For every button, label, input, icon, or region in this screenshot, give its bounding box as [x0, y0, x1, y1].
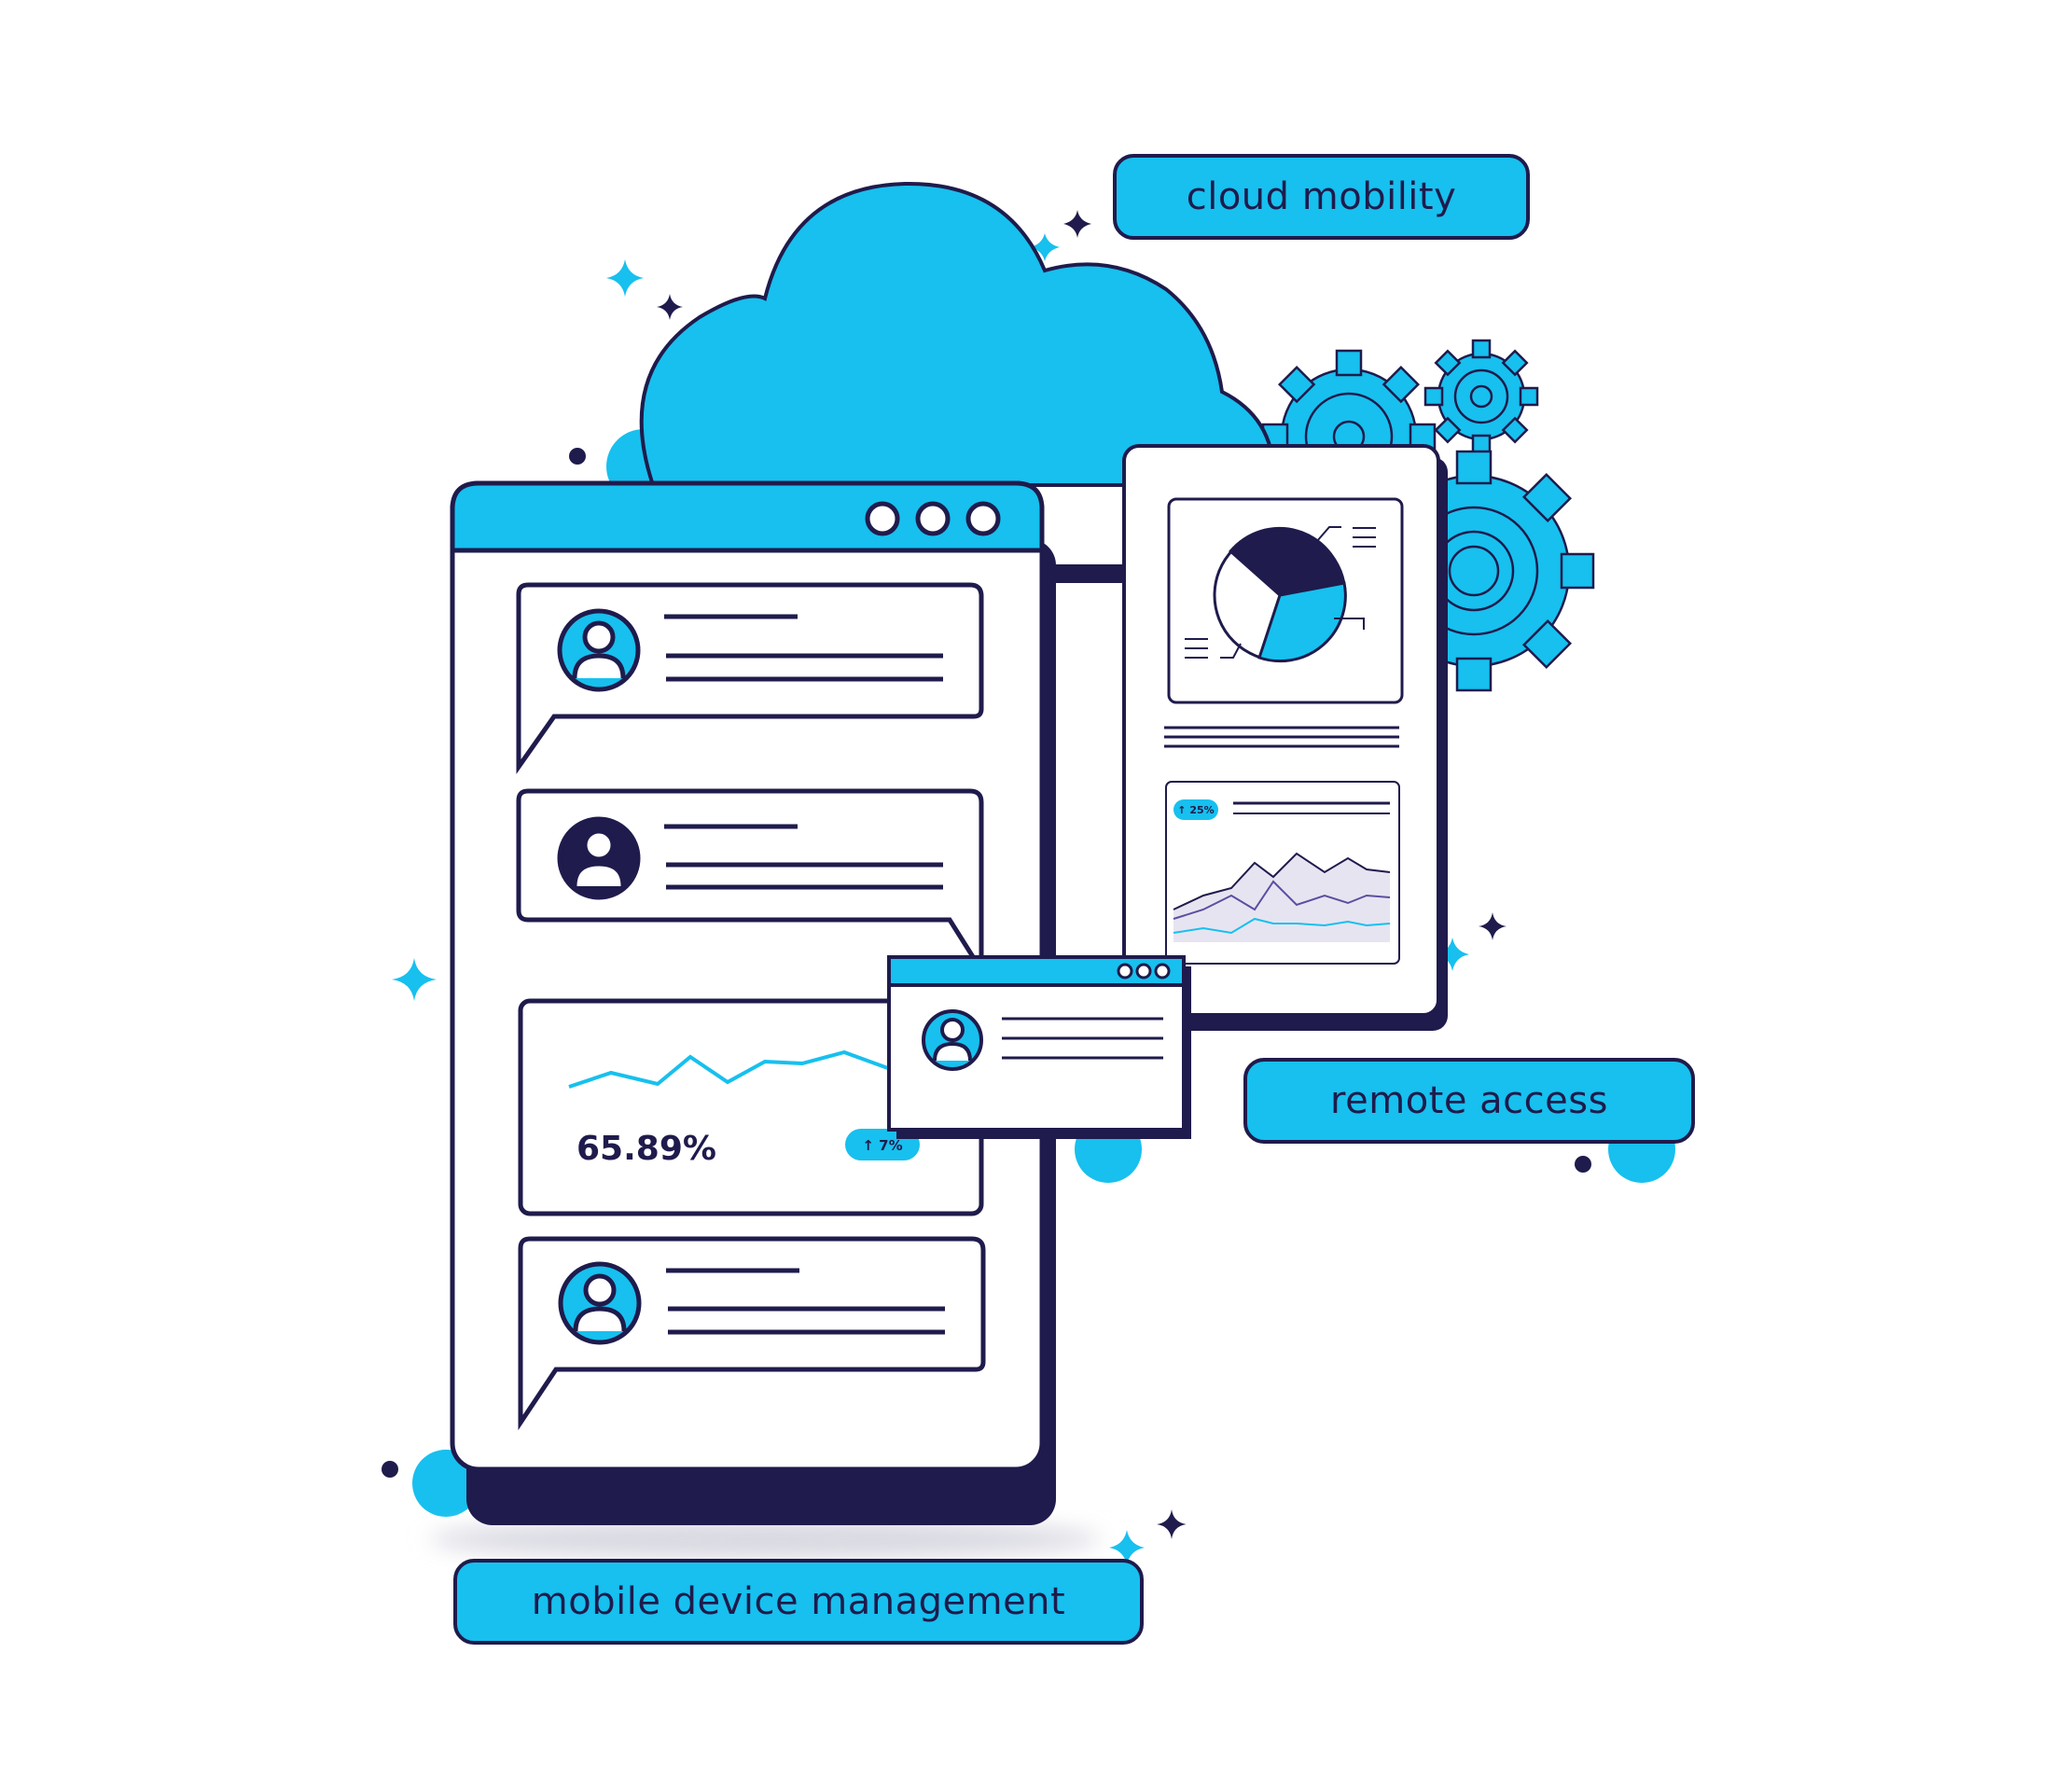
user-avatar-icon	[557, 608, 641, 692]
profile-popup-window	[887, 955, 1191, 1139]
line-chart-icon: ↑ 25%	[1165, 781, 1400, 965]
cloud-mobility-label: cloud mobility	[1113, 154, 1530, 240]
pie-chart-icon	[1167, 497, 1404, 704]
stat-badge-label: ↑ 7%	[862, 1137, 902, 1154]
window-dots-icon	[865, 501, 1001, 536]
message-card	[516, 582, 984, 774]
user-avatar-icon	[922, 1009, 983, 1071]
mobile-device-management-label: mobile device management	[453, 1559, 1144, 1645]
trend-badge	[1173, 799, 1218, 820]
stat-sparkline	[568, 1049, 896, 1089]
message-card	[518, 1236, 986, 1431]
tablet-device: ↑ 25%	[1122, 444, 1448, 1031]
trend-badge-label: ↑ 25%	[1177, 804, 1214, 816]
user-avatar-icon	[557, 816, 641, 900]
user-avatar-icon	[558, 1261, 642, 1345]
sparkle-icon	[392, 210, 1507, 1565]
message-card	[516, 788, 984, 979]
window-dots-icon	[1117, 963, 1171, 979]
remote-access-label: remote access	[1243, 1058, 1695, 1144]
stat-value: 65.89%	[576, 1130, 716, 1168]
phone-shadow	[429, 1519, 1101, 1560]
